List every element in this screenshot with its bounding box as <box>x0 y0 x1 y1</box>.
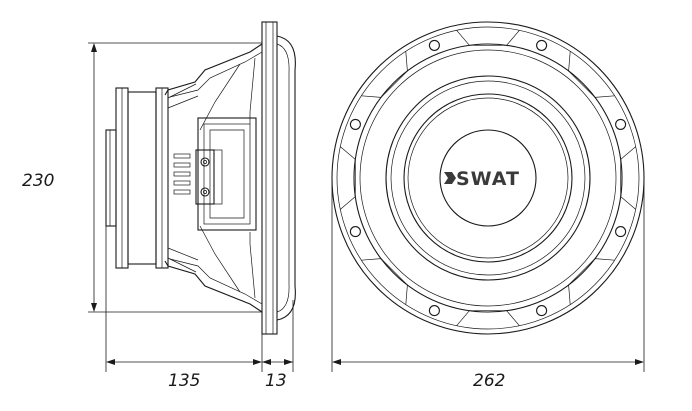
rim-tab <box>568 51 615 98</box>
rim-tab <box>361 258 408 305</box>
mounting-hole <box>615 118 627 130</box>
height-dimension: 230 <box>22 171 54 191</box>
diameter-dimension: 262 <box>473 371 505 391</box>
mounting-hole <box>428 305 440 317</box>
dimension-lines: 230 135 13 262 <box>22 42 645 391</box>
rim-tab <box>620 146 636 210</box>
depth-dimension: 135 <box>168 371 200 391</box>
logo-mark-icon <box>444 172 456 184</box>
brand-name: SWAT <box>456 168 520 190</box>
rim-tab <box>340 146 356 210</box>
mounting-hole <box>349 118 361 130</box>
mounting-hole <box>428 39 440 51</box>
rim-tab <box>361 51 408 98</box>
mounting-hole <box>536 305 548 317</box>
mounting-hole <box>536 39 548 51</box>
rim-tab <box>456 310 520 326</box>
flange-dimension: 13 <box>265 371 287 391</box>
front-view: SWAT <box>331 21 645 335</box>
mounting-hole <box>349 226 361 238</box>
swat-logo: SWAT <box>444 168 520 190</box>
rim-tab <box>456 30 520 46</box>
side-view <box>105 21 296 335</box>
rim-tab <box>568 258 615 305</box>
mounting-hole <box>615 226 627 238</box>
